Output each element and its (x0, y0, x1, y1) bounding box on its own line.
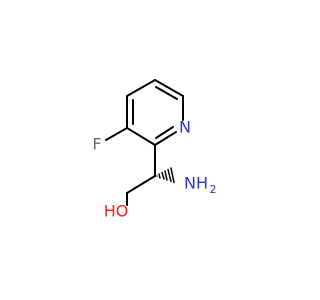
fluorine-label: F (92, 135, 101, 154)
bond-c3-f (105, 127, 128, 141)
double-bond-n-d-inner (155, 126, 174, 139)
hydroxyl-label: HO (104, 202, 129, 221)
ring-nitrogen-label: N (179, 118, 191, 137)
double-bond-a-b-inner (155, 86, 178, 100)
bond-chiral-ch2 (126, 175, 156, 194)
bond-n-d (154, 131, 177, 146)
bond-d-e (126, 127, 156, 146)
amino-group-label: NH 2 (184, 174, 217, 197)
amino-subscript-label: 2 (210, 183, 217, 196)
substituent-bonds (105, 127, 156, 206)
amino-nh-label: NH (184, 174, 208, 193)
pyridine-ring (126, 79, 184, 146)
hashed-wedge-bond (156, 167, 175, 184)
bond-f-a (126, 79, 156, 97)
molecule-canvas: N F NH 2 HO (92, 79, 217, 221)
structure-diagram: N F NH 2 HO (92, 79, 217, 221)
bond-a-b (154, 79, 184, 97)
